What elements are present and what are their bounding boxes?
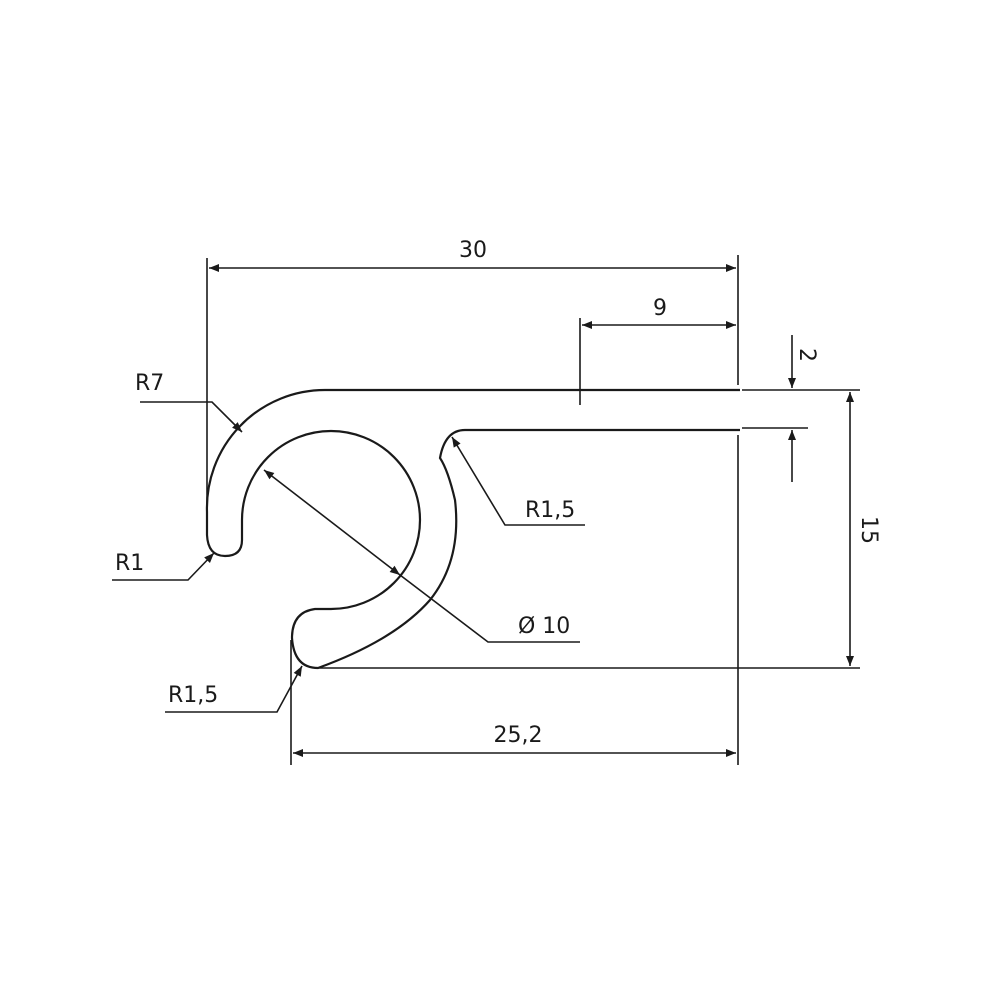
diameter-label: Ø 10: [518, 614, 570, 639]
dim-15-label: 15: [856, 516, 881, 544]
r1-label: R1: [115, 551, 144, 576]
profile-outline: [205, 388, 740, 670]
dim-9-label: 9: [653, 296, 667, 321]
leader-r15-top: [451, 436, 585, 526]
leader-r1: [112, 552, 215, 581]
r7-label: R7: [135, 371, 164, 396]
leader-r15-bottom: [165, 665, 303, 713]
r15-bottom-label: R1,5: [168, 683, 218, 708]
dim-2-label: 2: [794, 348, 819, 362]
dim-30-label: 30: [459, 238, 487, 263]
dim-25-2-label: 25,2: [494, 723, 543, 748]
r15-top-label: R1,5: [525, 498, 575, 523]
leader-r7: [140, 401, 243, 433]
dim-diameter-line: [263, 469, 401, 576]
